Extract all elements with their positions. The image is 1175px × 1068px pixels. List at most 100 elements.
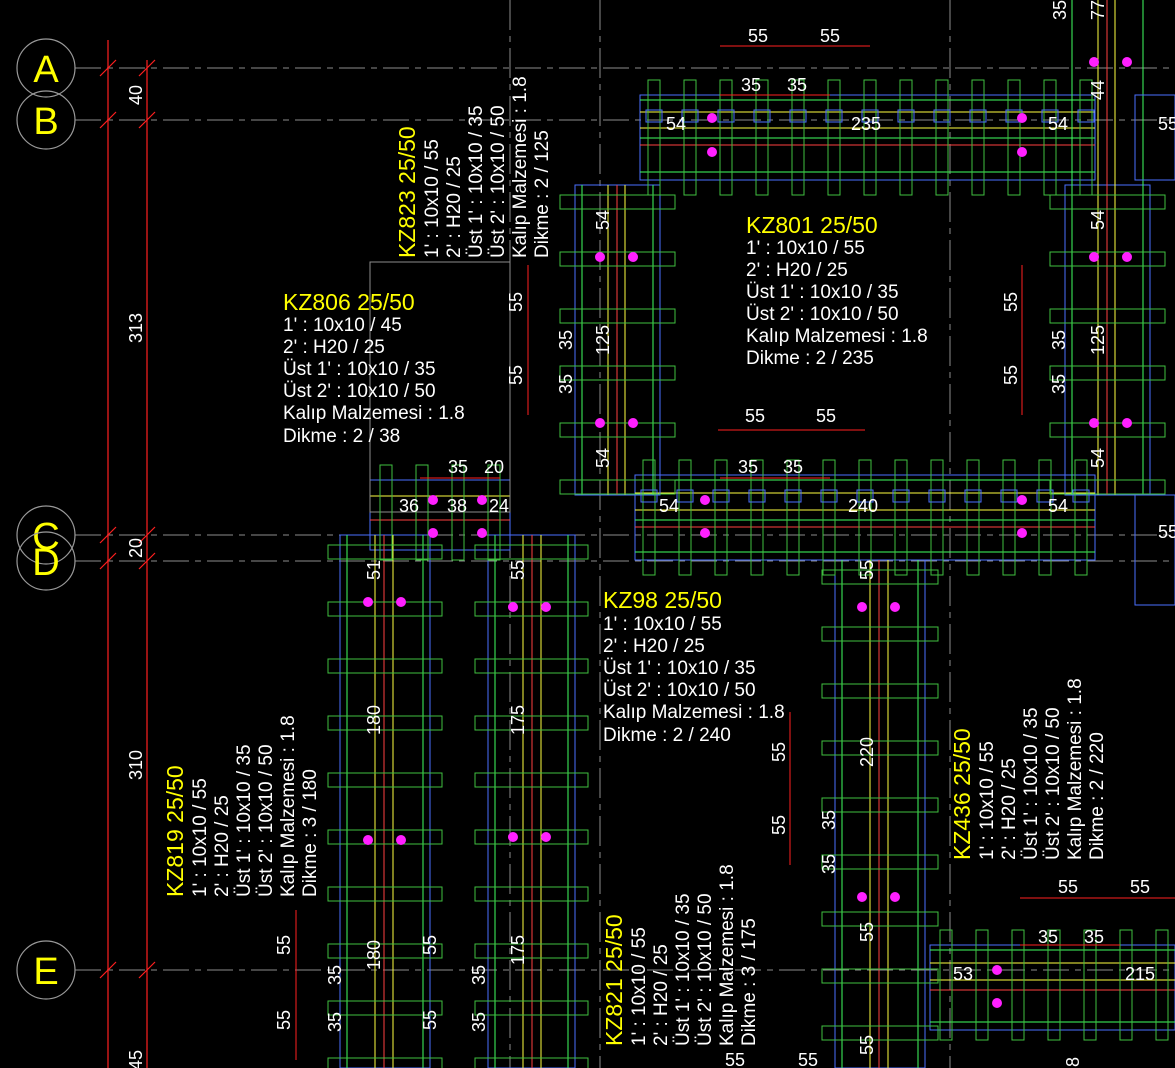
formwork-stud [863, 79, 877, 196]
dim-d3-55: 55 [857, 560, 877, 580]
kz823-line5: Kalıp Malzemesi : 1.8 [510, 76, 531, 258]
beam-right-column[interactable] [1064, 0, 1151, 496]
beam-formwork-details [327, 0, 1175, 1068]
dim-kz819-35a: 35 [325, 965, 345, 985]
formwork-stud [748, 489, 766, 503]
dim-c-54l: 54 [659, 496, 679, 516]
kz436-line1: 1' : 10x10 / 55 [977, 741, 998, 860]
formwork-stud [821, 740, 939, 756]
dim-c-35a: 35 [738, 457, 758, 477]
formwork-stud [930, 459, 944, 576]
dim-c-54r: 54 [1048, 496, 1068, 516]
kz436-line5: Kalıp Malzemesi : 1.8 [1065, 678, 1086, 860]
formwork-stud [939, 929, 953, 1041]
kz801-title: KZ801 25/50 [746, 212, 878, 238]
formwork-stud [559, 251, 676, 267]
formwork-stud [642, 459, 656, 576]
label-kz806[interactable]: KZ806 25/50 1' : 10x10 / 45 2' : H20 / 2… [283, 289, 465, 447]
dim-r-44: 44 [1088, 80, 1108, 100]
formwork-stud [1049, 365, 1166, 381]
formwork-stud [975, 929, 989, 1041]
kz823-title: KZ823 25/50 [394, 126, 420, 258]
label-kz819[interactable]: KZ819 25/50 1' : 10x10 / 55 2' : H20 / 2… [162, 715, 321, 897]
kz821-line2: 2' : H20 / 25 [651, 944, 672, 1046]
kz436-line4: Üst 2' : 10x10 / 50 [1043, 707, 1064, 860]
formwork-stud [1041, 109, 1059, 123]
label-kz823[interactable]: KZ823 25/50 1' : 10x10 / 55 2' : H20 / 2… [394, 76, 553, 258]
prop-point [890, 602, 900, 612]
dim-d3-35a: 35 [819, 810, 839, 830]
dim-r2-55: 55 [1158, 522, 1175, 542]
prop-point [1017, 113, 1027, 123]
formwork-stud [786, 459, 800, 576]
formwork-stud [1119, 929, 1133, 1041]
dim-kz801-55b: 55 [1001, 365, 1021, 385]
dim-c-35b: 35 [783, 457, 803, 477]
prop-point [1122, 418, 1132, 428]
formwork-stud [645, 109, 663, 123]
dim-axis-bc: 313 [126, 313, 146, 343]
kz821-line3: Üst 1' : 10x10 / 35 [673, 893, 694, 1046]
dimension-labels: 55 55 35 35 54 235 54 35 35 54 240 54 55… [274, 0, 1175, 1068]
dim-top-77: 77 [1088, 0, 1108, 20]
formwork-stud [1011, 929, 1025, 1041]
beam-axis-b[interactable] [639, 94, 1096, 181]
dimension-lines [295, 45, 1175, 1060]
formwork-stud [935, 79, 949, 196]
dim-d1-51: 51 [364, 560, 384, 580]
formwork-stud [1049, 194, 1166, 210]
label-kz821[interactable]: KZ821 25/50 1' : 10x10 / 55 2' : H20 / 2… [601, 864, 760, 1046]
label-kz801[interactable]: KZ801 25/50 1' : 10x10 / 55 2' : H20 / 2… [746, 212, 928, 369]
prop-point [1017, 495, 1027, 505]
axis-bubble-a[interactable] [16, 38, 76, 98]
formwork-stud [821, 569, 939, 585]
axis-dimension-chain: 40 313 20 310 45 [99, 40, 156, 1068]
axis-bubble-b[interactable] [16, 90, 76, 150]
axis-bubble-d[interactable] [16, 531, 76, 591]
beam-kz821[interactable] [487, 534, 576, 1068]
formwork-stud [791, 79, 805, 196]
formwork-stud [892, 489, 910, 503]
kz821-line4: Üst 2' : 10x10 / 50 [695, 893, 716, 1046]
axis-bubble-c[interactable] [16, 505, 76, 565]
formwork-stud [327, 1057, 443, 1068]
label-kz436[interactable]: KZ436 25/50 1' : 10x10 / 55 2' : H20 / 2… [949, 678, 1108, 860]
kz98-line5: Kalıp Malzemesi : 1.8 [603, 702, 785, 723]
kz823-line1: 1' : 10x10 / 55 [422, 139, 443, 258]
prop-point [857, 602, 867, 612]
dim-mid-55b: 55 [769, 815, 789, 835]
dim-col-55b: 55 [506, 365, 526, 385]
formwork-stud [681, 109, 699, 123]
prop-point [1122, 252, 1132, 262]
dim-top-35: 35 [1050, 0, 1070, 20]
dim-kz801-55a: 55 [1001, 292, 1021, 312]
formwork-stud [719, 79, 733, 196]
beam-kz806[interactable] [369, 261, 511, 551]
prop-point [1089, 418, 1099, 428]
dim-col-35a: 35 [556, 330, 576, 350]
prop-point [541, 602, 551, 612]
formwork-stud [327, 715, 443, 731]
formwork-stud [474, 886, 589, 902]
formwork-stud [966, 459, 980, 576]
prop-point [857, 892, 867, 902]
dim-top-55b: 55 [820, 26, 840, 46]
formwork-stud [821, 683, 939, 699]
formwork-stud [821, 854, 939, 870]
axis-bubble-e[interactable] [16, 940, 76, 1000]
beam-kz823[interactable] [574, 184, 661, 496]
dim-l-38: 38 [447, 496, 467, 516]
formwork-stud [1049, 422, 1166, 438]
prop-point [1017, 528, 1027, 538]
formwork-stud [487, 464, 501, 561]
dim-d1-180: 180 [364, 705, 384, 735]
prop-points [363, 57, 1132, 1008]
dim-col-125: 125 [593, 325, 613, 355]
formwork-stud [559, 365, 676, 381]
beam-kz819[interactable] [339, 534, 431, 1068]
kz819-line5: Kalıp Malzemesi : 1.8 [278, 715, 299, 897]
formwork-stud [712, 489, 730, 503]
kz821-line5: Kalıp Malzemesi : 1.8 [717, 864, 738, 1046]
label-kz98[interactable]: KZ98 25/50 1' : 10x10 / 55 2' : H20 / 25… [603, 587, 785, 746]
